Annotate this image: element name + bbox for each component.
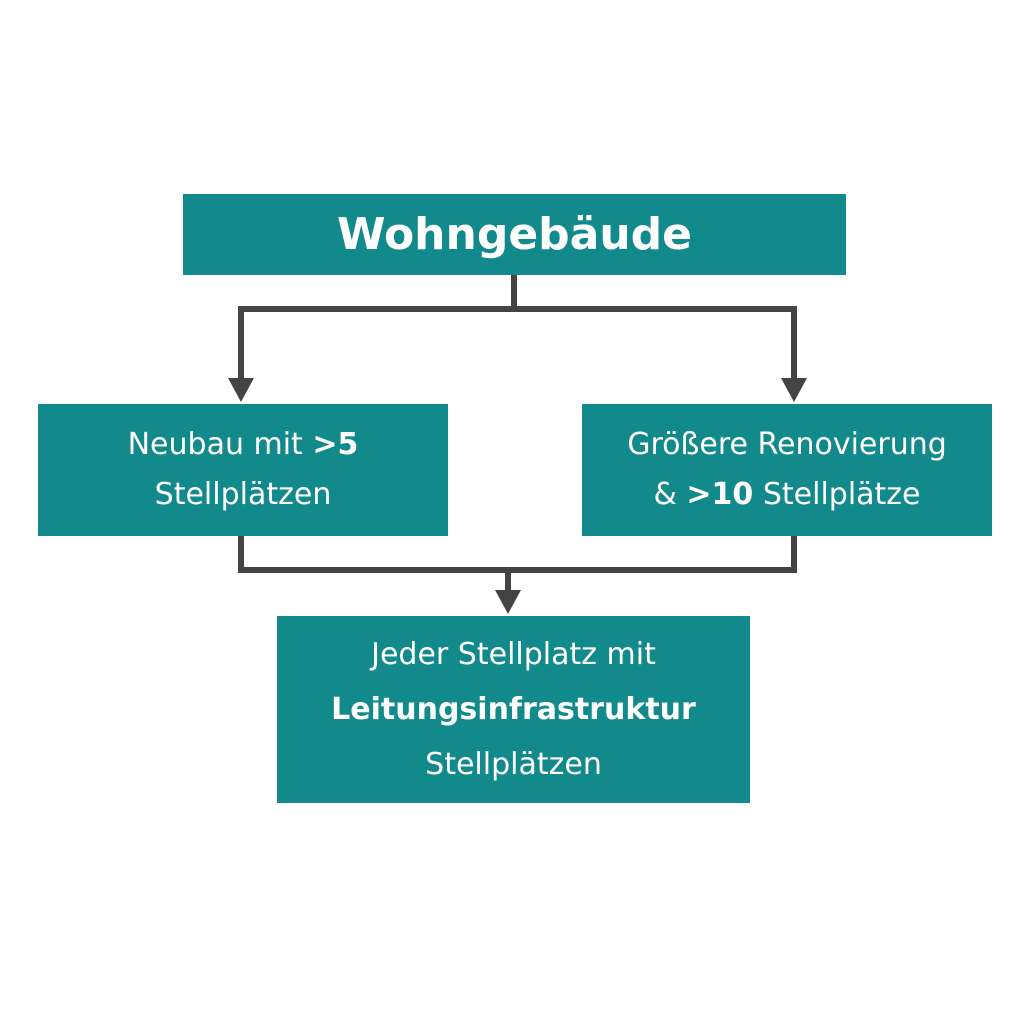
arrowhead-right <box>781 378 807 402</box>
node-right-line2-prefix: & <box>653 477 687 512</box>
node-neubau: Neubau mit >5 Stellplätzen <box>38 404 448 536</box>
edge-left-to-bottom <box>238 536 511 598</box>
arrowhead-left <box>228 378 254 402</box>
arrowhead-bottom <box>495 590 521 614</box>
edge-right-to-bottom <box>508 536 797 573</box>
node-bottom-line2-bold: Leitungsinfrastruktur <box>331 692 696 727</box>
node-left-line1: Neubau mit >5 <box>128 420 359 470</box>
node-left-line2: Stellplätzen <box>154 477 332 512</box>
node-wohngebaeude: Wohngebäude <box>183 194 846 275</box>
node-top-label: Wohngebäude <box>336 209 693 260</box>
node-leitungsinfrastruktur: Jeder Stellplatz mit Leitungsinfrastrukt… <box>277 616 750 803</box>
node-bottom-line3: Stellplätzen <box>425 747 602 782</box>
node-right-line1: Größere Renovierung <box>627 427 947 462</box>
node-right-line2-suffix: Stellplätze <box>753 477 921 512</box>
node-left-line1-bold: >5 <box>312 427 359 462</box>
node-bottom-line2: Leitungsinfrastruktur <box>331 682 696 737</box>
edge-top-to-left <box>238 275 517 386</box>
node-bottom-line1: Jeder Stellplatz mit <box>371 637 656 672</box>
node-right-line2: & >10 Stellplätze <box>653 470 920 520</box>
node-left-line1-prefix: Neubau mit <box>127 427 313 462</box>
node-right-line2-bold: >10 <box>686 477 754 512</box>
node-renovierung: Größere Renovierung & >10 Stellplätze <box>582 404 992 536</box>
edge-top-to-right <box>514 306 797 386</box>
